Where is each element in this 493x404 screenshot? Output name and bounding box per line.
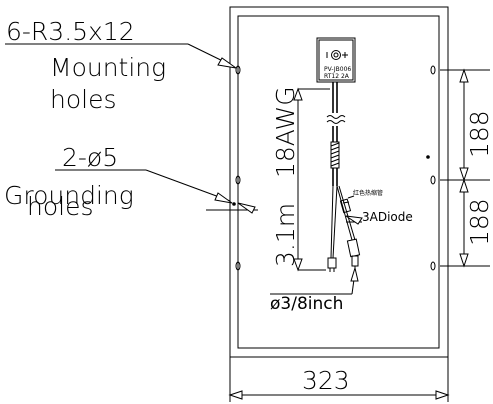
- junction-box-subtext: RT12 2A: [324, 73, 350, 80]
- cable-assembly: [326, 82, 361, 272]
- connector-callout: ø3/8inch: [270, 266, 359, 314]
- mounting-hole: [430, 175, 436, 185]
- mounting-hole: [430, 65, 436, 75]
- cable-length-dimension: 18AWG 3.1m: [271, 86, 330, 272]
- panel-frame: [229, 6, 449, 358]
- grounding-hole: [426, 155, 430, 159]
- grounding-label-line2-visible: holes: [27, 192, 94, 221]
- mounting-spec-label: 6-R3.5x12: [6, 17, 135, 46]
- mounting-callout: 6-R3.5x12 Mounting holes: [5, 17, 237, 114]
- mounting-holes: [235, 65, 436, 271]
- sleeve-label: 红色热缩管: [353, 189, 383, 197]
- upper-spacing-label: 188: [465, 110, 493, 158]
- grounding-callout: 2-ø5 Grounding holes holes: [4, 143, 258, 221]
- spacing-dimensions: 188 188: [440, 68, 493, 268]
- mounting-hole: [235, 175, 241, 185]
- grounding-label-line1: Grounding: [4, 181, 134, 210]
- diode-label: 3ADiode: [362, 210, 413, 224]
- cable-length-label: 3.1m: [271, 203, 300, 267]
- lower-spacing-label: 188: [465, 198, 493, 246]
- grounding-holes: [232, 155, 430, 206]
- junction-box: PV-JB006 RT12 2A: [316, 37, 356, 83]
- cable-gauge-label: 18AWG: [271, 86, 300, 178]
- mounting-hole: [235, 65, 241, 75]
- grounding-spec-label: 2-ø5: [62, 143, 118, 172]
- mounting-label-line2: holes: [50, 85, 117, 114]
- width-label: 323: [302, 366, 350, 395]
- grounding-hole: [232, 202, 236, 206]
- mounting-label-line1: Mounting: [50, 53, 166, 82]
- junction-box-text: PV-JB006: [324, 66, 351, 73]
- mounting-hole: [430, 261, 436, 271]
- diode-callout: 3ADiode 红色热缩管: [345, 189, 413, 225]
- mounting-hole: [235, 261, 241, 271]
- width-dimension: 323: [228, 357, 450, 402]
- connector-label: ø3/8inch: [270, 294, 343, 314]
